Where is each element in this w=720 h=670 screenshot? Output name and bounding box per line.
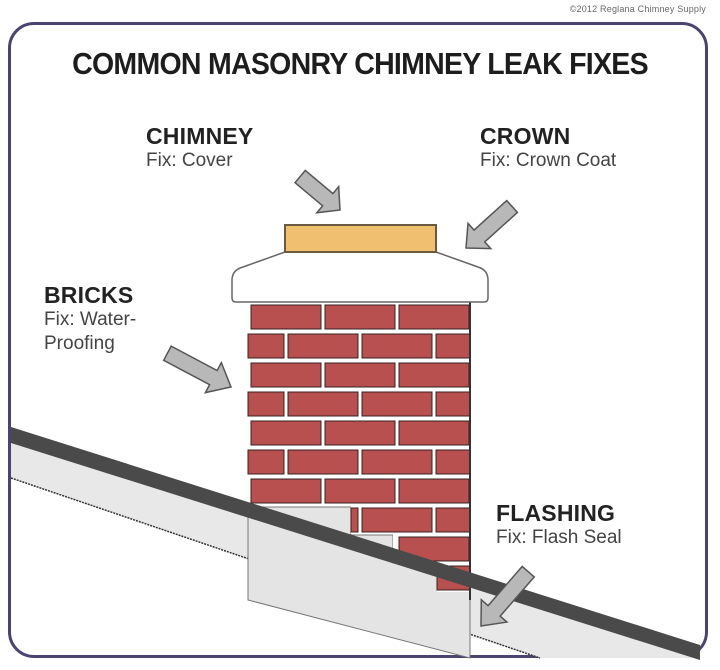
brick <box>435 507 471 533</box>
brick-body <box>247 302 471 600</box>
brick <box>435 391 471 417</box>
callout-bricks: BRICKS Fix: Water- Proofing <box>44 282 136 356</box>
callout-flashing-fix: Fix: Flash Seal <box>496 527 622 548</box>
brick <box>398 304 470 330</box>
callout-chimney: CHIMNEY Fix: Cover <box>146 123 253 173</box>
brick <box>324 304 396 330</box>
brick <box>287 449 359 475</box>
brick <box>250 420 322 446</box>
callout-chimney-label: CHIMNEY <box>146 123 254 149</box>
arrow-bricks-icon <box>162 345 233 394</box>
mortar-row <box>248 331 470 360</box>
callout-crown: CROWN Fix: Crown Coat <box>480 123 616 173</box>
brick <box>398 362 470 388</box>
brick <box>287 391 359 417</box>
brick <box>398 420 470 446</box>
brick <box>324 478 396 504</box>
brick <box>247 391 285 417</box>
arrow-chimney-icon <box>293 169 341 214</box>
callout-crown-label: CROWN <box>480 123 571 149</box>
chimney-cover <box>284 224 437 253</box>
brick <box>247 333 285 359</box>
callout-crown-fix: Fix: Crown Coat <box>480 150 617 171</box>
callout-bricks-fix: Fix: Water- Proofing <box>44 309 137 354</box>
brick <box>350 507 359 533</box>
brick <box>324 420 396 446</box>
brick <box>250 362 322 388</box>
brick <box>398 478 470 504</box>
roof-top-band <box>11 427 700 660</box>
brick <box>361 449 433 475</box>
brick <box>287 333 359 359</box>
mortar-row <box>248 389 470 418</box>
callout-bricks-label: BRICKS <box>44 282 134 308</box>
brick <box>435 449 471 475</box>
brick <box>250 304 322 330</box>
brick <box>361 507 433 533</box>
brick <box>324 362 396 388</box>
brick <box>361 391 433 417</box>
callout-flashing: FLASHING Fix: Flash Seal <box>496 500 622 550</box>
callout-flashing-label: FLASHING <box>496 500 616 526</box>
page-title: COMMON MASONRY CHIMNEY LEAK FIXES <box>72 46 648 81</box>
copyright-notice: ©2012 Reglana Chimney Supply <box>569 4 706 14</box>
brick <box>247 449 285 475</box>
mortar-row <box>248 447 470 476</box>
chimney-crown <box>231 251 489 303</box>
brick <box>250 478 322 504</box>
callout-chimney-fix: Fix: Cover <box>146 150 233 171</box>
brick <box>435 333 471 359</box>
arrow-crown-icon <box>465 199 519 250</box>
arrow-flashing-icon <box>480 565 536 627</box>
brick <box>361 333 433 359</box>
